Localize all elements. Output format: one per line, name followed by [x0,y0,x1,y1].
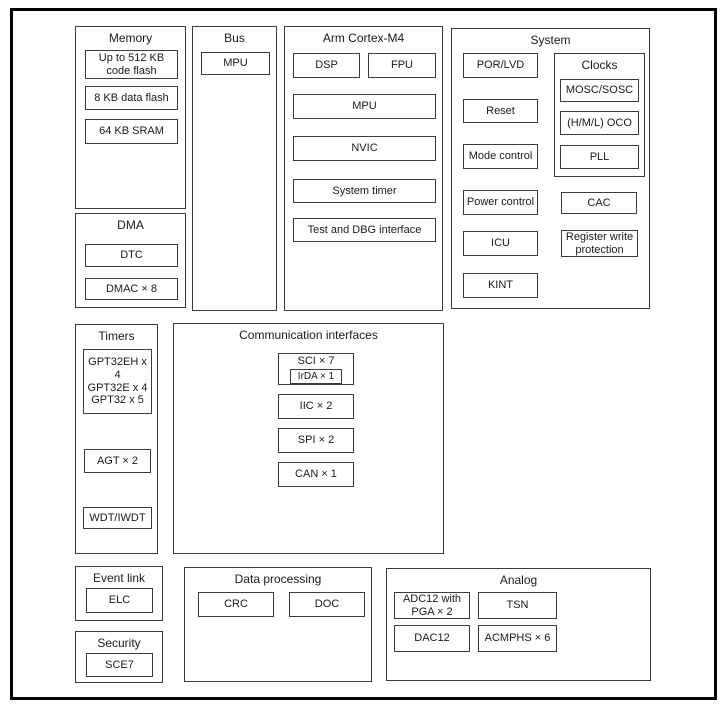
clocks-block: Clocks MOSC/SOSC (H/M/L) OCO PLL [554,53,645,177]
cortex-block: Arm Cortex-M4 DSP FPU MPU NVIC System ti… [284,26,443,311]
cortex-title: Arm Cortex-M4 [322,31,405,45]
sce7-box: SCE7 [86,653,153,677]
dma-block: DMA DTC DMAC × 8 [75,213,186,308]
mode-control-box: Mode control [463,144,538,169]
pll-box: PLL [560,145,639,169]
test-dbg-box: Test and DBG interface [293,218,436,242]
security-block: Security SCE7 [75,631,163,683]
adc12-pga-box: ADC12 with PGA × 2 [394,592,470,619]
dac12-box: DAC12 [394,625,470,652]
cortex-mpu-box: MPU [293,94,436,119]
memory-block: Memory Up to 512 KB code flash 8 KB data… [75,26,186,209]
nvic-box: NVIC [293,136,436,161]
gpt32eh-label: GPT32EH x 4 [88,355,147,381]
tsn-box: TSN [478,592,557,619]
dmac-box: DMAC × 8 [85,278,178,300]
analog-block: Analog ADC12 with PGA × 2 TSN DAC12 ACMP… [386,568,651,681]
sram-box: 64 KB SRAM [85,119,178,144]
spi-box: SPI × 2 [278,428,354,453]
data-processing-block: Data processing CRC DOC [184,567,372,682]
dma-title: DMA [117,218,144,232]
system-title: System [530,33,571,47]
power-control-box: Power control [463,190,538,215]
analog-title: Analog [499,573,538,587]
sci-box: SCI × 7 IrDA × 1 [278,353,354,385]
data-flash-box: 8 KB data flash [85,86,178,110]
comm-interfaces-block: Communication interfaces SCI × 7 IrDA × … [173,323,444,554]
acmphs-box: ACMPHS × 6 [478,625,557,652]
memory-title: Memory [108,31,153,45]
irda-box: IrDA × 1 [290,369,342,384]
bus-mpu-box: MPU [201,52,270,75]
elc-box: ELC [86,588,153,613]
timers-title: Timers [98,329,135,343]
mosc-sosc-box: MOSC/SOSC [560,79,639,102]
system-block: System POR/LVD Reset Mode control Power … [451,28,650,309]
bus-title: Bus [224,31,245,45]
wdt-iwdt-box: WDT/IWDT [83,507,152,529]
dsp-box: DSP [293,53,360,78]
event-link-block: Event link ELC [75,566,163,621]
kint-box: KINT [463,273,538,298]
doc-box: DOC [289,592,365,617]
crc-box: CRC [198,592,274,617]
security-title: Security [97,636,141,650]
can-box: CAN × 1 [278,462,354,487]
gpt32e-label: GPT32E x 4 [87,381,148,394]
comm-interfaces-title: Communication interfaces [239,328,378,342]
register-write-protection-box: Register write protection [561,230,638,257]
system-timer-box: System timer [293,179,436,203]
event-link-title: Event link [92,571,146,585]
gpt-box: GPT32EH x 4 GPT32E x 4 GPT32 x 5 [83,349,152,414]
cac-box: CAC [561,192,637,214]
timers-block: Timers GPT32EH x 4 GPT32E x 4 GPT32 x 5 … [75,324,158,554]
reset-box: Reset [463,99,538,123]
code-flash-box: Up to 512 KB code flash [85,50,178,79]
diagram-outer-frame [10,8,717,700]
fpu-box: FPU [368,53,436,78]
dtc-box: DTC [85,244,178,267]
iic-box: IIC × 2 [278,394,354,419]
por-lvd-box: POR/LVD [463,53,538,78]
bus-block: Bus MPU [192,26,277,311]
agt-box: AGT × 2 [84,449,151,473]
icu-box: ICU [463,231,538,256]
clocks-title: Clocks [581,58,618,72]
oco-box: (H/M/L) OCO [560,111,639,135]
gpt32-label: GPT32 x 5 [91,394,144,407]
sci-label: SCI × 7 [297,355,335,367]
data-processing-title: Data processing [234,572,322,586]
